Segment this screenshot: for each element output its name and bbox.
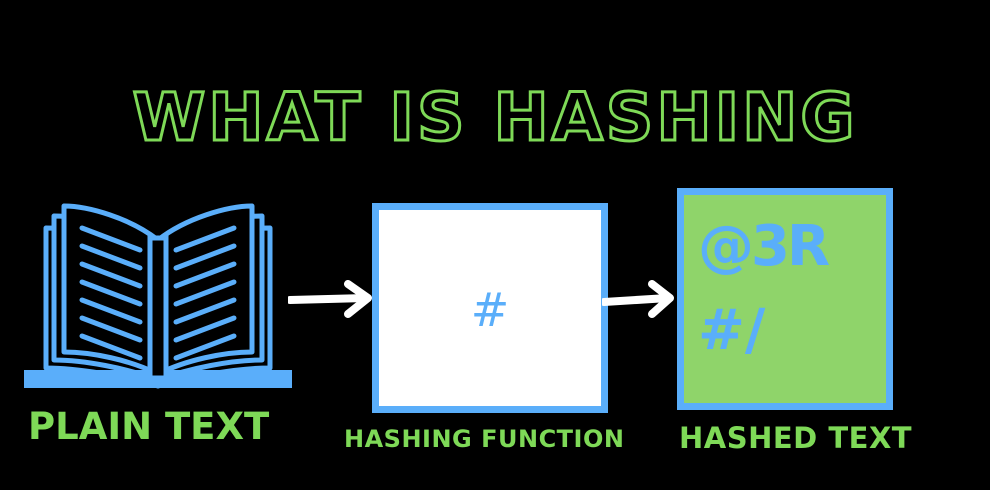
hashed-text-label: HASHED TEXT <box>679 421 913 455</box>
hashed-output-line-1: @3R <box>698 214 830 279</box>
hashed-text-box: @3R #/ <box>677 188 893 410</box>
hashed-output-line-2: #/ <box>698 298 766 363</box>
arrow-right-icon <box>288 280 372 318</box>
page-title: WHAT IS HASHING <box>131 78 858 158</box>
hashing-function-box: # <box>372 203 608 413</box>
book-icon <box>24 203 292 389</box>
hash-symbol: # <box>470 283 510 337</box>
arrow-right-icon <box>602 280 674 318</box>
hashing-function-label: HASHING FUNCTION <box>344 425 625 453</box>
plain-text-label: PLAIN TEXT <box>28 405 270 448</box>
